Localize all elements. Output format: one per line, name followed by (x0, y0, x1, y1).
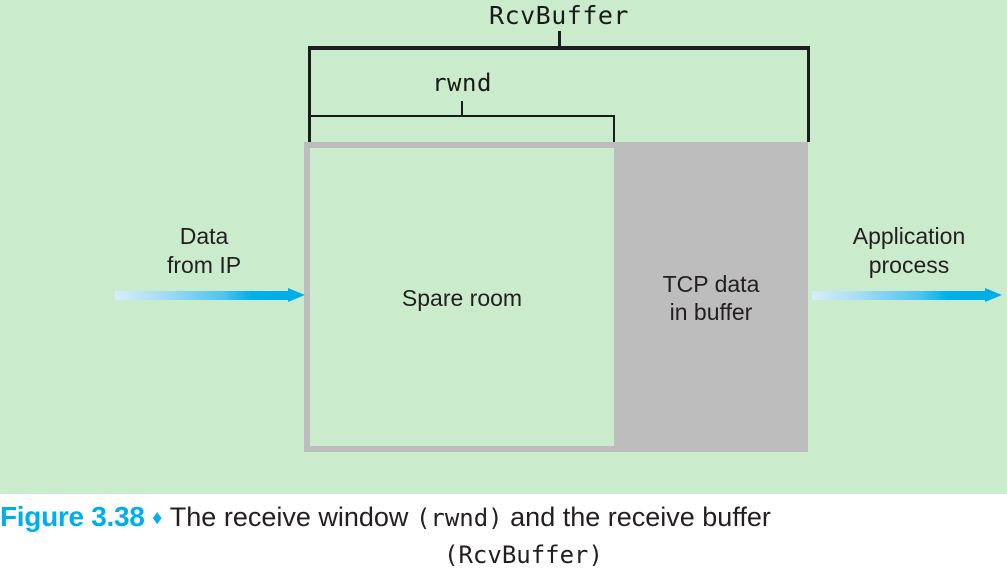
rwnd-bracket-label: rwnd (432, 69, 492, 97)
figure-number: Figure 3.38 (0, 501, 145, 532)
arrow-head (288, 288, 305, 302)
spare-room-label: Spare room (401, 285, 523, 311)
tcp-data-region: TCP data in buffer (614, 148, 808, 446)
caption-part-1: The receive window (169, 502, 409, 532)
spare-room-region: Spare room (310, 148, 614, 446)
rcvbuffer-tick-mark (558, 31, 561, 47)
rcvbuffer-bracket (308, 46, 810, 142)
data-in-arrow-icon (115, 288, 305, 302)
arrow-shaft (115, 291, 289, 300)
caption-diamond-icon: ♦ (152, 507, 163, 529)
rwnd-tick-mark (461, 101, 463, 116)
caption-part-2: and the receive buffer (510, 502, 771, 532)
caption-line-secondary: (RcvBuffer) (0, 534, 1007, 575)
caption-code-rcvbuffer: (RcvBuffer) (444, 541, 603, 569)
receive-buffer-box: Spare room TCP data in buffer (304, 142, 808, 452)
arrow-shaft (812, 291, 986, 300)
rwnd-bracket (309, 115, 615, 143)
tcp-data-label: TCP data in buffer (662, 271, 760, 325)
caption-line-primary: Figure 3.38 ♦ The receive window (rwnd) … (0, 497, 1007, 538)
data-from-ip-label: Data from IP (166, 223, 242, 278)
caption-code-rwnd: (rwnd) (415, 504, 503, 532)
data-out-arrow-icon (812, 288, 1002, 302)
arrow-head (985, 288, 1002, 302)
application-process-label: Application process (852, 223, 966, 278)
rcvbuffer-bracket-label: RcvBuffer (489, 1, 629, 30)
